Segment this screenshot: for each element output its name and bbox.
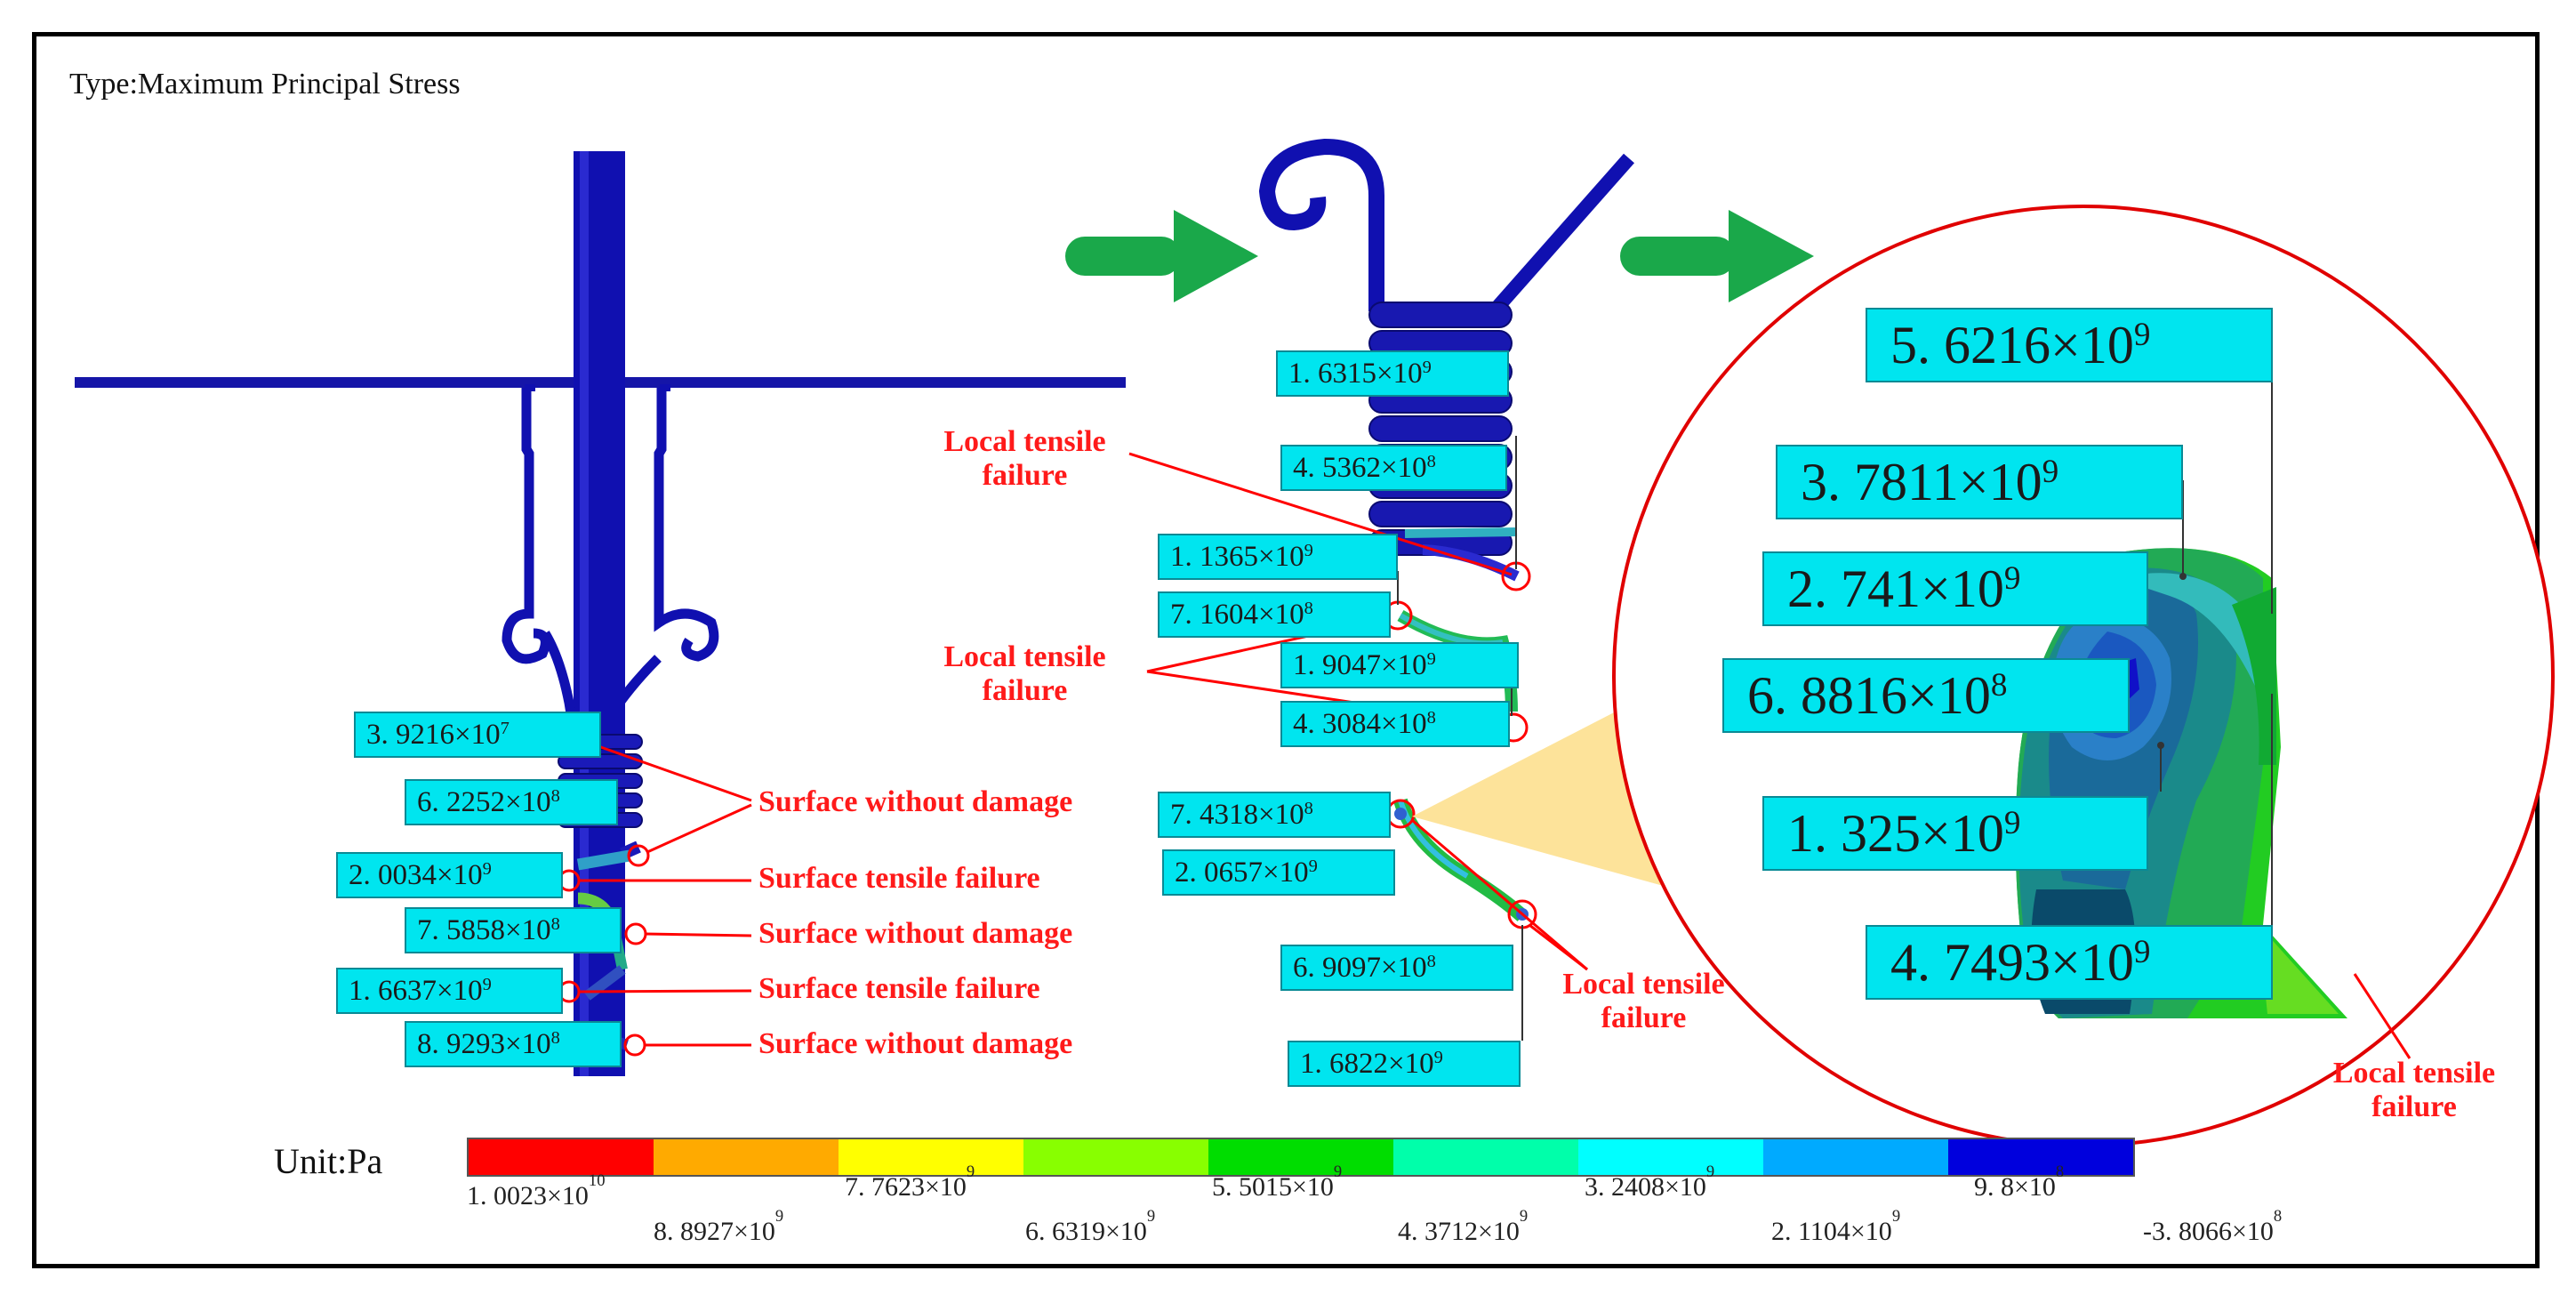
damage-label: Surface without damage [758,917,1073,950]
damage-label: Surface tensile failure [758,972,1040,1005]
stress-callout: 4. 5362×108 [1280,445,1507,491]
callout-value: 7. 1604×108 [1170,598,1313,631]
callout-value: 3. 9216×107 [366,718,510,751]
failure-label-line: Local tensile [943,425,1106,458]
callout-value: 6. 9097×108 [1293,951,1436,984]
scale-tick: 5. 5015×109 [1212,1162,1343,1202]
figure-title: Type:Maximum Principal Stress [69,68,461,101]
stress-callout: 3. 7811×109 [1776,445,2183,519]
callout-value: 1. 6637×109 [349,974,492,1007]
callout-value: 5. 6216×109 [1890,316,2151,374]
stress-callout: 6. 9097×108 [1280,945,1513,991]
stress-callout: 5. 6216×109 [1866,308,2273,382]
color-scale-segment [1393,1139,1578,1175]
damage-label: Surface without damage [758,1027,1073,1060]
scale-tick: 3. 2408×109 [1585,1162,1715,1202]
scale-tick: -3. 8066×108 [2143,1206,2283,1246]
scale-tick: 9. 8×108 [1974,1162,2065,1202]
color-scale-segment [654,1139,839,1175]
callout-value: 4. 5362×108 [1293,451,1436,484]
callout-value: 6. 2252×108 [417,785,560,818]
stress-callout: 6. 8816×108 [1722,658,2130,733]
stress-callout: 2. 0657×109 [1162,849,1395,896]
color-scale-segment [469,1139,654,1175]
scale-tick: 1. 0023×1010 [467,1170,606,1211]
stress-callout: 1. 6315×109 [1276,350,1509,397]
stress-callout: 4. 3084×108 [1280,701,1510,747]
failure-label: Local tensile failure [2312,1057,2516,1124]
callout-value: 1. 9047×109 [1293,648,1436,681]
color-scale-segment [1948,1139,2133,1175]
stress-callout: 6. 2252×108 [405,779,618,825]
failure-label-line: failure [2371,1090,2457,1123]
failure-label-line: failure [1601,1001,1687,1034]
failure-label-line: failure [982,674,1068,707]
stress-callout: 2. 0034×109 [336,852,563,898]
color-scale [467,1138,2135,1177]
unit-label: Unit:Pa [274,1141,383,1181]
damage-label: Surface tensile failure [758,862,1040,895]
callout-value: 6. 8816×108 [1747,666,2008,725]
stress-callout: 7. 4318×108 [1158,792,1391,838]
callout-value: 4. 7493×109 [1890,933,2151,992]
arrow-2 [1620,210,1814,302]
scale-tick: 8. 8927×109 [654,1206,784,1246]
stress-callout: 1. 9047×109 [1280,642,1519,688]
callout-value: 1. 1365×109 [1170,540,1313,573]
scale-tick: 7. 7623×109 [845,1162,975,1202]
failure-label: Local tensile failure [925,640,1125,708]
callout-value: 1. 6315×109 [1288,357,1432,390]
stress-callout: 1. 325×109 [1762,796,2148,871]
stress-callout: 3. 9216×107 [354,712,601,758]
color-scale-segment [1578,1139,1763,1175]
callout-value: 1. 6822×109 [1300,1047,1443,1080]
failure-label: Local tensile failure [1544,968,1744,1035]
color-scale-segment [1023,1139,1208,1175]
failure-label-line: Local tensile [943,640,1106,673]
failure-label-line: failure [982,459,1068,492]
color-scale-segment [839,1139,1023,1175]
scale-tick: 6. 6319×109 [1025,1206,1156,1246]
callout-value: 4. 3084×108 [1293,707,1436,740]
callout-value: 3. 7811×109 [1801,453,2059,511]
damage-label: Surface without damage [758,785,1073,818]
callout-value: 2. 741×109 [1787,559,2021,618]
failure-label-line: Local tensile [1562,968,1725,1001]
stress-callout: 2. 741×109 [1762,551,2148,626]
callout-value: 8. 9293×108 [417,1027,560,1060]
stress-callout: 1. 1365×109 [1158,534,1398,580]
scale-tick: 2. 1104×109 [1771,1206,1901,1246]
stress-callout: 7. 5858×108 [405,907,622,953]
callout-value: 2. 0034×109 [349,858,492,891]
failure-label: Local tensile failure [925,425,1125,493]
stress-callout: 1. 6822×109 [1288,1041,1521,1087]
stress-callout: 4. 7493×109 [1866,925,2273,1000]
color-scale-segment [1763,1139,1948,1175]
failure-label-line: Local tensile [2332,1057,2496,1090]
callout-value: 1. 325×109 [1787,804,2021,863]
stress-callout: 8. 9293×108 [405,1021,622,1067]
callout-value: 7. 5858×108 [417,913,560,946]
arrow-1 [1065,210,1258,302]
stress-callout: 1. 6637×109 [336,968,563,1014]
callout-value: 2. 0657×109 [1175,856,1318,889]
callout-value: 7. 4318×108 [1170,798,1313,831]
stress-callout: 7. 1604×108 [1158,591,1391,638]
color-scale-segment [1208,1139,1393,1175]
scale-tick: 4. 3712×109 [1398,1206,1529,1246]
